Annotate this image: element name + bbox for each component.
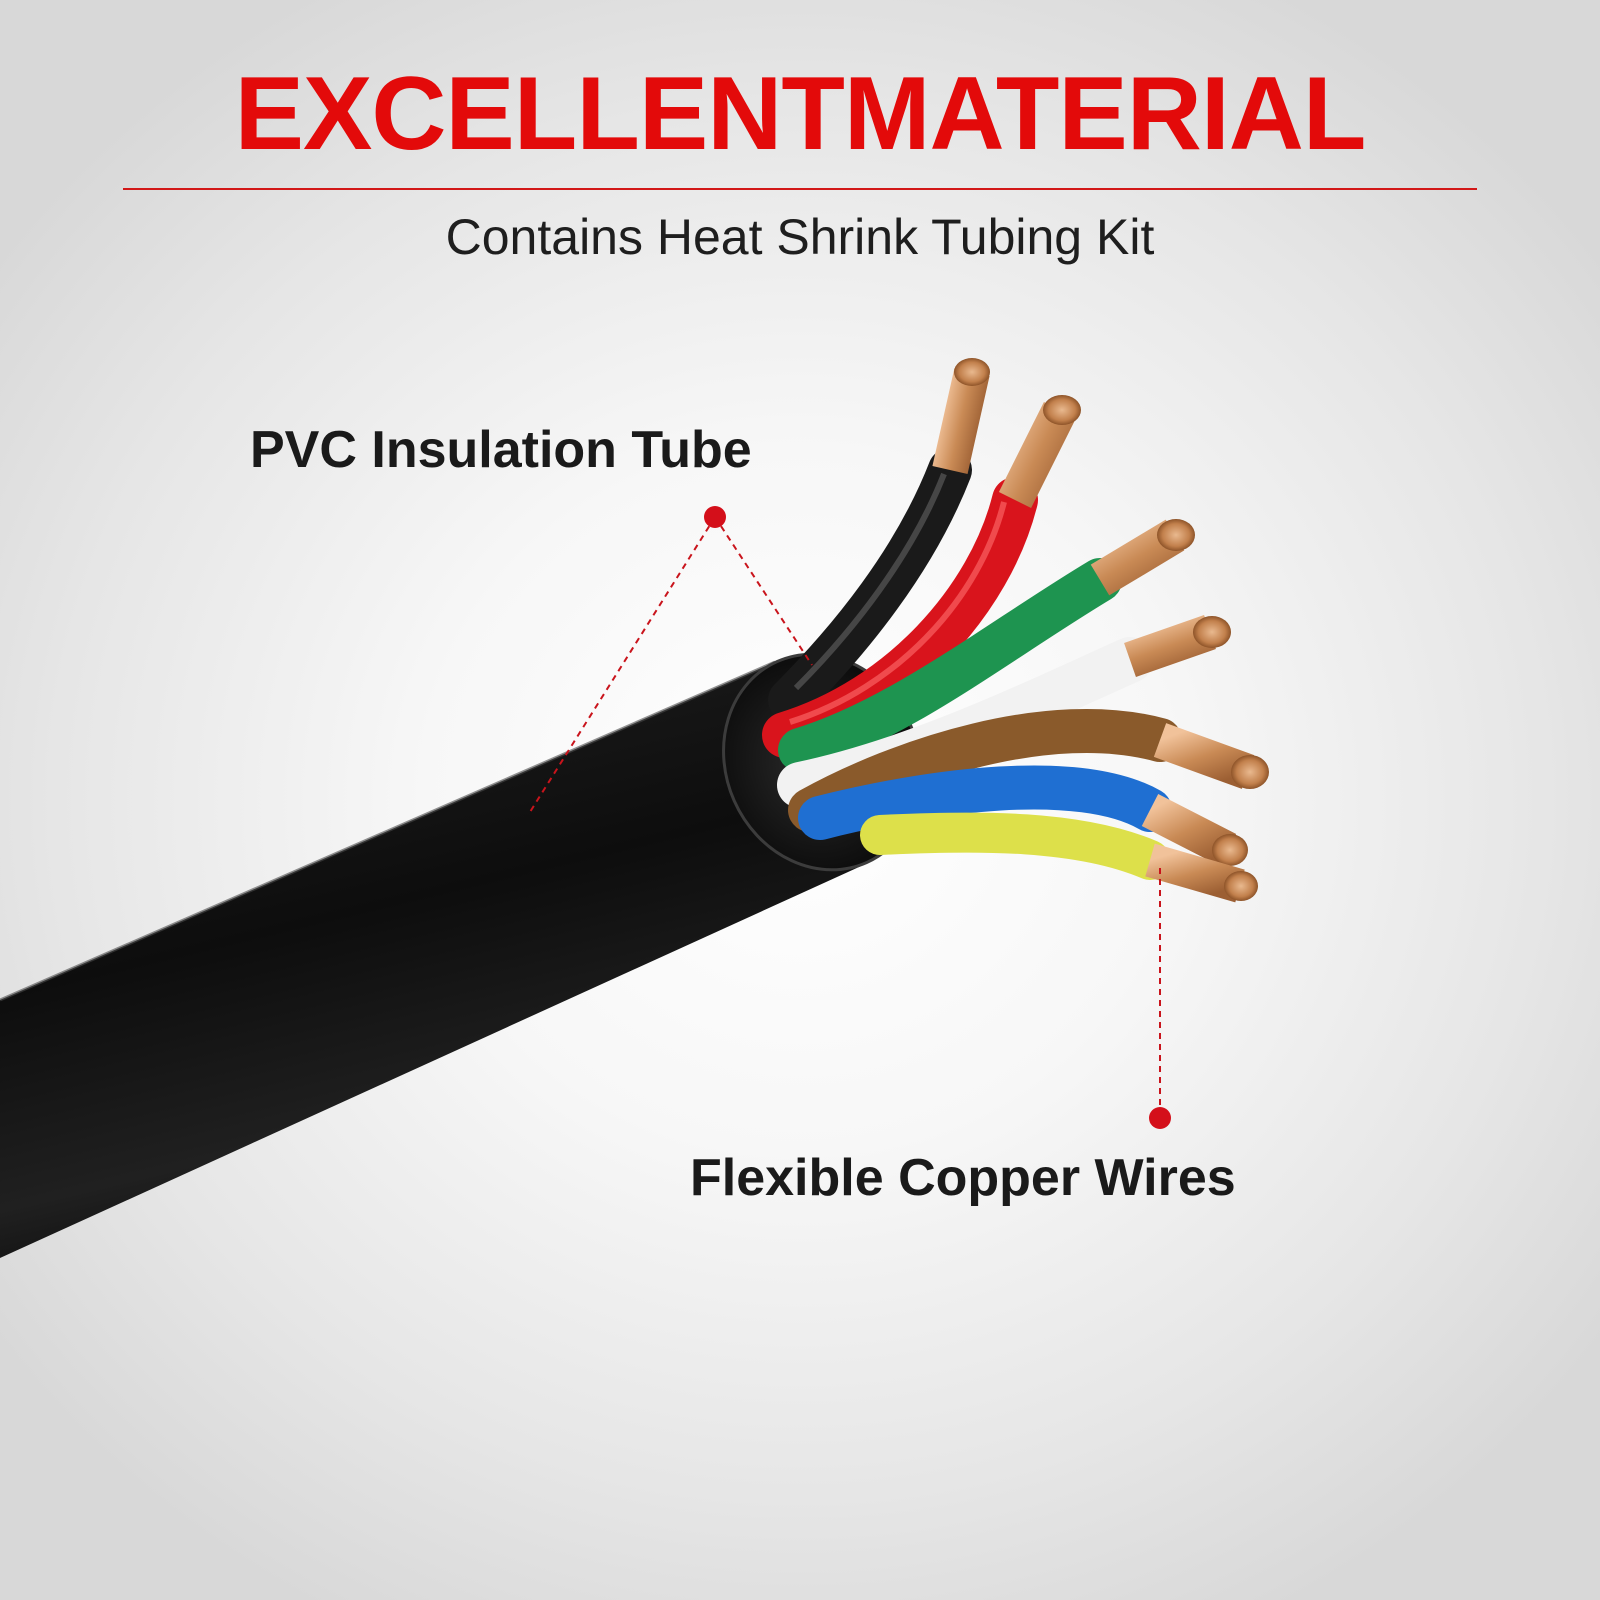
copper-callout-pointer	[1149, 868, 1171, 1129]
headline-title: EXCELLENTMATERIAL	[234, 56, 1367, 172]
copper-callout-dot	[1149, 1107, 1171, 1129]
cable-jacket	[0, 662, 870, 1258]
pvc-insulation-label: PVC Insulation Tube	[250, 421, 752, 479]
black-wire	[768, 358, 990, 722]
blue-wire	[798, 765, 1248, 867]
headline-subtitle: Contains Heat Shrink Tubing Kit	[445, 209, 1155, 265]
pvc-callout-pointer	[529, 506, 813, 813]
yellow-wire	[860, 812, 1258, 903]
pvc-callout-dot	[704, 506, 726, 528]
copper-wires-label: Flexible Copper Wires	[690, 1149, 1236, 1207]
green-wire	[778, 519, 1195, 772]
title-divider	[123, 188, 1477, 190]
